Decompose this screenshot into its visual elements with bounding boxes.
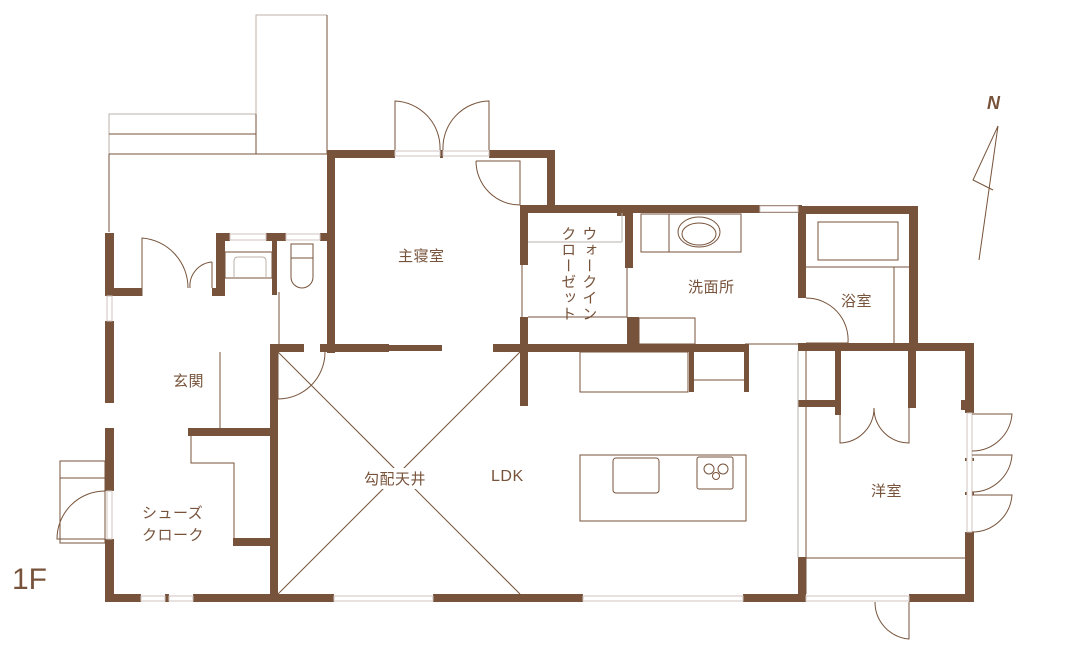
room-label-washroom: 洗面所 bbox=[688, 278, 735, 296]
room-label-western-room: 洋室 bbox=[871, 482, 903, 500]
floor-label: 1F bbox=[12, 563, 48, 596]
doors bbox=[56, 100, 1013, 640]
walk-in-closet-line1: ウォークイン bbox=[580, 226, 599, 322]
room-label-master-bedroom: 主寝室 bbox=[398, 247, 445, 265]
shoe-cloak-line1: シューズ bbox=[142, 504, 204, 522]
walk-in-closet-line2: クローゼット bbox=[559, 226, 578, 322]
porch-outline bbox=[108, 14, 328, 232]
north-indicator-label: N bbox=[987, 93, 1000, 113]
shoe-cloak-line2: クローク bbox=[142, 526, 205, 544]
room-label-sloped-ceiling: 勾配天井 bbox=[364, 468, 427, 489]
room-label-ldk: LDK bbox=[491, 468, 524, 485]
fixtures bbox=[190, 125, 999, 595]
room-label-entrance: 玄関 bbox=[173, 372, 205, 390]
walls bbox=[105, 150, 974, 602]
room-label-bathroom: 浴室 bbox=[841, 292, 873, 310]
windows bbox=[106, 150, 973, 602]
